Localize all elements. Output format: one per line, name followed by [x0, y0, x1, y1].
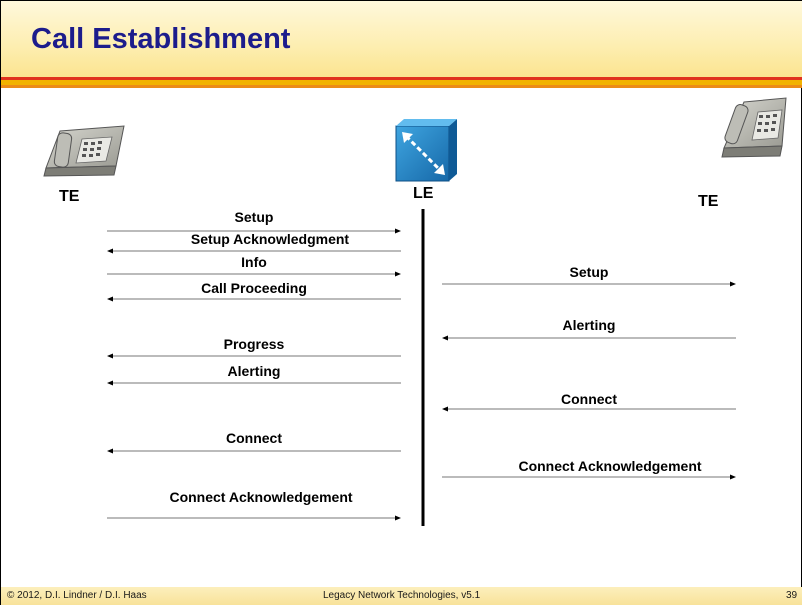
message-arrow: Progress — [107, 336, 401, 359]
page-number: 39 — [786, 590, 798, 601]
message-arrow: Alerting — [442, 317, 736, 341]
message-label: Setup Acknowledgment — [191, 231, 350, 247]
call-flow-diagram: TE LE TE Setup Setup Acknowledgment Info… — [43, 97, 787, 526]
message-label: Connect — [226, 430, 282, 446]
message-arrow: Connect — [107, 430, 401, 454]
switch-icon — [395, 119, 457, 182]
message-arrow: Call Proceeding — [107, 280, 401, 302]
header-rule — [1, 77, 802, 80]
message-arrow: Setup Acknowledgment — [107, 231, 401, 254]
message-label: Setup — [235, 209, 274, 225]
message-arrow: Alerting — [107, 363, 401, 386]
message-arrow: Setup — [107, 209, 401, 234]
node-label-le: LE — [413, 185, 434, 202]
header-rule-gold — [1, 80, 802, 85]
message-label: Connect Acknowledgement — [169, 489, 352, 505]
message-label: Alerting — [228, 363, 281, 379]
slide-title: Call Establishment — [31, 23, 291, 55]
header-rule-orange — [1, 85, 802, 88]
footer-copyright: © 2012, D.I. Lindner / D.I. Haas — [7, 590, 147, 601]
message-label: Info — [241, 254, 267, 270]
node-label-right-te: TE — [698, 193, 719, 210]
message-arrow: Connect Acknowledgement — [107, 489, 401, 521]
message-label: Alerting — [563, 317, 616, 333]
telephone-icon — [721, 97, 787, 158]
message-label: Call Proceeding — [201, 280, 307, 296]
message-arrow: Setup — [442, 264, 736, 287]
footer-course-title: Legacy Network Technologies, v5.1 — [323, 590, 481, 601]
message-arrow: Connect — [442, 391, 736, 412]
message-arrow: Info — [107, 254, 401, 277]
message-label: Progress — [224, 336, 285, 352]
message-label: Setup — [570, 264, 609, 280]
message-label: Connect Acknowledgement — [518, 458, 701, 474]
slide-header: Call Establishment — [1, 1, 802, 77]
telephone-icon — [43, 125, 125, 177]
slide-footer — [1, 587, 802, 605]
node-label-left-te: TE — [59, 188, 80, 205]
message-label: Connect — [561, 391, 617, 407]
message-arrow: Connect Acknowledgement — [442, 458, 736, 480]
